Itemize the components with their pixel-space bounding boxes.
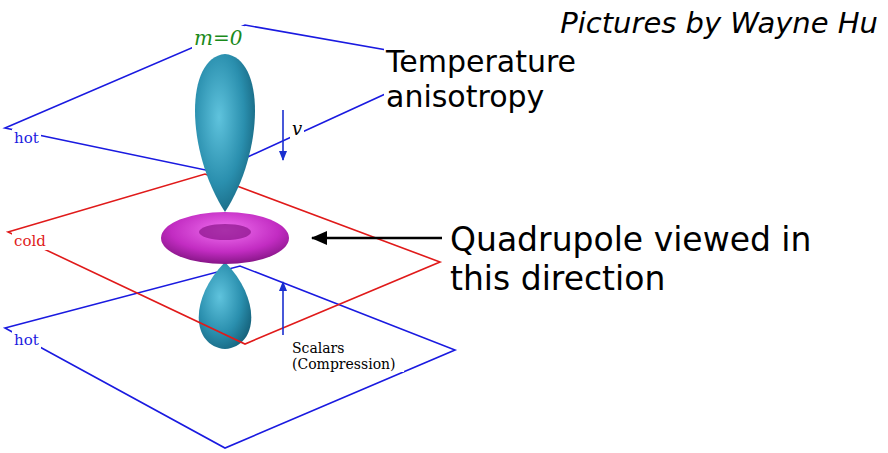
- mode-label: m=0: [192, 26, 244, 50]
- caption-text: Scalars (Compression): [290, 340, 404, 372]
- plane-label: hot: [12, 331, 41, 349]
- leader-arrow: [312, 237, 442, 240]
- plane-label: cold: [12, 232, 48, 250]
- credit-text: Pictures by Wayne Hu: [558, 6, 880, 40]
- callout-text: Quadrupole viewed in this direction: [448, 220, 884, 298]
- plane-label: hot: [12, 129, 41, 147]
- heading-text: Temperature anisotropy: [384, 44, 618, 114]
- torus-hole: [199, 224, 251, 240]
- velocity-arrow: [282, 282, 284, 335]
- upper-lobe: [195, 54, 255, 212]
- velocity-arrow: [282, 110, 284, 160]
- lower-lobe: [199, 262, 252, 349]
- velocity-label: v: [290, 118, 304, 139]
- torus: [161, 212, 289, 264]
